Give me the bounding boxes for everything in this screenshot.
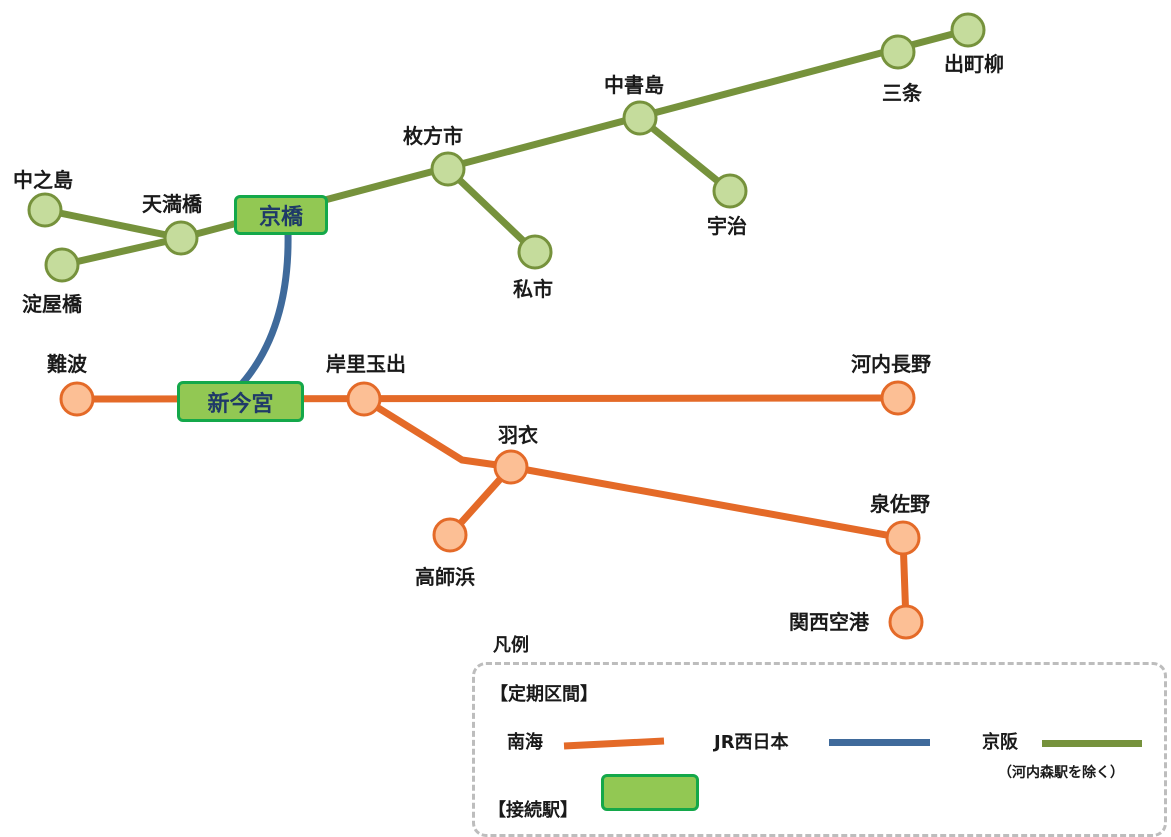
station-marker — [430, 151, 466, 187]
legend-keihan-label: 京阪 — [982, 732, 1018, 753]
keihan-yodoyabashi-branch — [58, 234, 185, 269]
station-marker — [163, 220, 199, 256]
legend-connection-heading: 【接続駅】 — [488, 800, 578, 821]
jr-west-line — [237, 231, 292, 389]
station-label: 京橋 — [258, 205, 303, 230]
station-marker — [517, 234, 553, 270]
legend-pass-section-heading: 【定期区間】 — [490, 684, 598, 705]
station-marker — [880, 380, 916, 416]
nankai-lines — [73, 394, 910, 626]
station-marker — [880, 34, 916, 70]
keihan-katano-branch — [444, 165, 539, 256]
legend-nankai-label: 南海 — [507, 732, 543, 753]
station-label-hirakatashi: 枚方市 — [403, 124, 463, 148]
keihan-stations — [27, 12, 986, 283]
station-marker — [885, 520, 921, 556]
legend-nankai-line — [563, 737, 665, 750]
station-label-yodoyabashi: 淀屋橋 — [22, 292, 82, 316]
nankai-stations — [59, 380, 924, 640]
shin-imamiya-station: 新今宮 — [177, 381, 304, 422]
station-label-kishinosato-tamade: 岸里玉出 — [326, 352, 406, 376]
station-label-sanjo: 三条 — [882, 81, 922, 105]
station-label: 新今宮 — [207, 391, 274, 417]
station-label-uji: 宇治 — [707, 214, 747, 238]
legend-title: 凡例 — [493, 635, 529, 656]
station-label-nakanoshima: 中之島 — [13, 168, 73, 192]
legend-connection-swatch — [601, 774, 699, 811]
station-label-namba: 難波 — [47, 352, 87, 376]
legend-jr-label: JR西日本 — [714, 732, 789, 753]
station-marker — [346, 381, 382, 417]
station-marker — [27, 192, 63, 228]
station-marker — [432, 517, 468, 553]
station-marker — [622, 100, 658, 136]
station-marker — [44, 247, 80, 283]
station-label-temmabashi: 天満橋 — [142, 192, 202, 216]
station-label-hagoromo: 羽衣 — [498, 423, 538, 447]
kyobashi-station: 京橋 — [234, 195, 328, 235]
station-label-kawachinagano: 河内長野 — [851, 352, 931, 376]
keihan-uji-branch — [636, 114, 734, 195]
station-marker — [59, 381, 95, 417]
station-label-izumisano: 泉佐野 — [870, 492, 930, 516]
keihan-nakanoshima-branch — [41, 206, 185, 242]
station-marker — [712, 173, 748, 209]
station-marker — [888, 604, 924, 640]
station-label-kisaichi: 私市 — [513, 277, 553, 301]
station-label-chushojima: 中書島 — [604, 73, 664, 97]
legend-keihan-line — [1042, 740, 1142, 747]
station-label-kansai-airport: 関西空港 — [789, 610, 869, 634]
legend-jr-line — [829, 739, 930, 746]
station-marker — [950, 12, 986, 48]
station-marker — [493, 449, 529, 485]
station-label-demachiyanagi: 出町柳 — [944, 52, 1004, 76]
nankai-hagoromo-line — [360, 395, 907, 542]
station-label-takashinohama: 高師浜 — [415, 565, 475, 589]
legend-keihan-note: （河内森駅を除く） — [998, 765, 1124, 781]
